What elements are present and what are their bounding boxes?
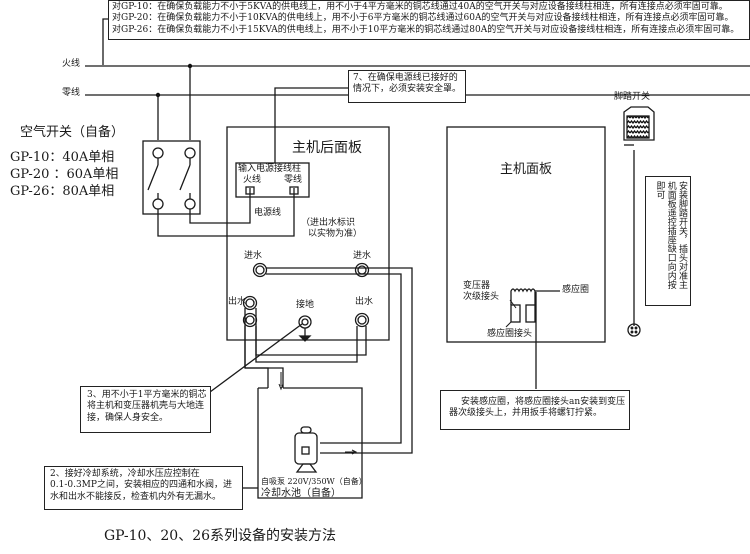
power-spec-note: 对GP-10：在确保负载能力不小于5KVA的供电线上，用不小于4平方毫米的铜芯线… xyxy=(108,0,750,40)
coil-connector-label: 感应圈接头 xyxy=(487,329,533,339)
foot-switch-note: 安装脚踏开关，插头对准主 机面板遥控插座缺口向内按 即可 xyxy=(645,176,691,306)
terminal-live-label: 火线 xyxy=(243,175,262,185)
pump-label: 自吸泵 220V/350W（自备） xyxy=(261,477,367,486)
coil-label: 感应圈 xyxy=(562,285,590,295)
air-switch-spec-gp20: GP-20 ：60A单相 xyxy=(10,167,119,182)
front-panel-title: 主机面板 xyxy=(500,162,553,177)
coil-install-note: 安装感应圈，将感应圈接头an安装到变压 器次级接头上，并用扳手将螺钉拧紧。 xyxy=(440,390,630,430)
water-hint-line1: （进出水标识 xyxy=(301,218,356,228)
transformer-label-2: 次级接头 xyxy=(463,292,500,302)
note-bracket xyxy=(102,18,108,65)
foot-switch-plug xyxy=(627,323,641,337)
inlet-left-label: 进水 xyxy=(244,251,263,261)
note-7: 7、在确保电源线已接好的 情况下，必须安装安全罩。 xyxy=(348,70,466,103)
transformer-label-1: 变压器 xyxy=(463,281,491,291)
foot-switch-label: 脚踏开关 xyxy=(614,92,651,102)
note-2: 2、接好冷却系统，冷却水压应控制在 0.1-0.3MP之间，安装相应的四通和水阀… xyxy=(44,466,243,510)
air-switch-spec-gp10: GP-10：40A单相 xyxy=(10,150,115,165)
outlet-left-label: 出水 xyxy=(228,297,247,307)
water-hint-line2: 以实物为准） xyxy=(308,229,363,239)
cooling-tank xyxy=(257,387,363,499)
air-switch xyxy=(142,140,201,215)
rear-panel-title: 主机后面板 xyxy=(292,140,362,156)
front-panel xyxy=(446,126,606,343)
terminal-neutral-label: 零线 xyxy=(284,175,303,185)
air-switch-title: 空气开关（自备） xyxy=(20,125,125,140)
ground-terminal xyxy=(298,315,312,329)
spec-line-gp10: 对GP-10：在确保负载能力不小于5KVA的供电线上，用不小于4平方毫米的铜芯线… xyxy=(112,2,728,12)
ground-label: 接地 xyxy=(296,300,315,310)
note-3: 3、用不小于1平方毫米的铜芯 将主机和变压器机壳与大地连 接，确保人身安全。 xyxy=(80,386,211,433)
power-cable-label: 电源线 xyxy=(254,208,282,218)
terminal-title: 输入电源接线柱 xyxy=(238,164,302,174)
spec-line-gp20: 对GP-20：在确保负载能力不小于10KVA的供电线上，用不小于6平方毫米的铜芯… xyxy=(112,13,734,24)
terminal-block xyxy=(235,162,310,198)
inlet-right-label: 进水 xyxy=(353,251,372,261)
spec-line-gp26: 对GP-26：在确保负载能力不小于15KVA的供电线上，用不小于10平方毫米的铜… xyxy=(112,24,740,35)
neutral-wire-label: 零线 xyxy=(62,88,81,98)
diagram-caption: GP-10、20、26系列设备的安装方法 xyxy=(104,528,337,544)
live-wire-label: 火线 xyxy=(62,59,81,69)
air-switch-spec-gp26: GP-26：80A单相 xyxy=(10,184,115,199)
outlet-right-label: 出水 xyxy=(355,297,374,307)
pump xyxy=(294,432,318,465)
tank-label: 冷却水池（自备） xyxy=(261,488,341,499)
foot-switch xyxy=(623,106,655,141)
